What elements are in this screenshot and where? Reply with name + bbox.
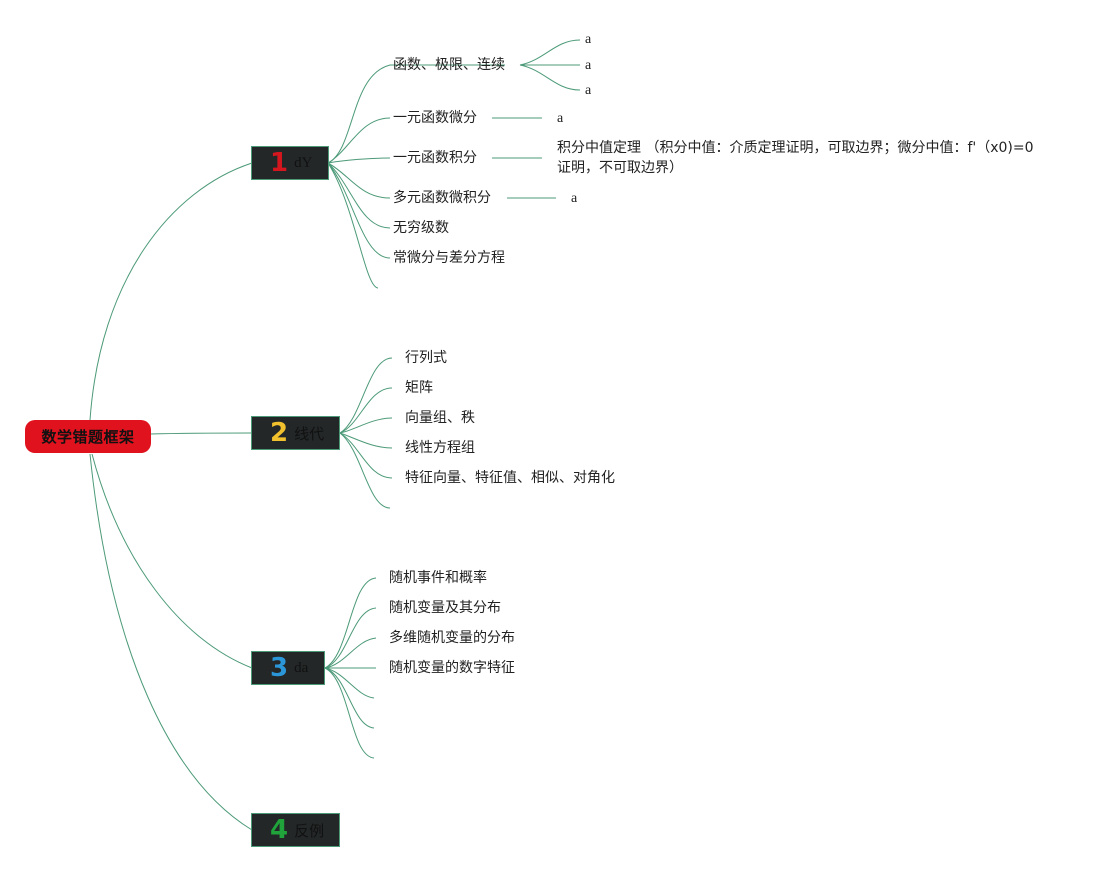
branch-label-3: da (294, 659, 309, 676)
topic-eigen-diagonalization[interactable]: 特征向量、特征值、相似、对角化 (405, 470, 615, 486)
link-b2-item3 (339, 417, 393, 434)
root-node[interactable]: 数学错题框架 (25, 420, 151, 453)
leaf-multivariable[interactable]: a (571, 191, 578, 206)
link-b3-empty1 (324, 667, 375, 699)
branch-number-3: 3 (270, 653, 289, 683)
branch-number-1: 1 (270, 148, 289, 178)
link-root-b3 (91, 453, 253, 669)
topic-multivariate-distribution[interactable]: 多维随机变量的分布 (389, 630, 515, 646)
leaf-functions-2[interactable]: a (585, 58, 592, 73)
leaf-functions-1[interactable]: a (585, 32, 592, 47)
topic-single-var-integral[interactable]: 一元函数积分 (393, 150, 477, 166)
link-b3-item1 (324, 577, 377, 669)
link-b3-item3 (324, 637, 377, 669)
link-b1-empty (327, 162, 379, 289)
link-b1-item5 (327, 162, 391, 229)
link-b2-item4 (339, 432, 393, 449)
branch-node-1[interactable]: 1 dY (251, 146, 329, 180)
topic-random-events[interactable]: 随机事件和概率 (389, 570, 487, 586)
link-b3-item2 (324, 607, 377, 669)
topic-linear-systems[interactable]: 线性方程组 (405, 440, 475, 456)
link-b1-item1 (327, 64, 505, 164)
topic-matrix[interactable]: 矩阵 (405, 380, 433, 396)
topic-vectors-rank[interactable]: 向量组、秩 (405, 410, 475, 426)
link-b3-empty2 (324, 667, 375, 729)
branch-number-4: 4 (270, 815, 289, 845)
topic-ode-difference-eq[interactable]: 常微分与差分方程 (393, 250, 505, 266)
link-b1-item2 (327, 117, 391, 164)
link-b2-item1 (339, 357, 393, 434)
topic-infinite-series[interactable]: 无穷级数 (393, 220, 449, 236)
link-root-b1 (89, 162, 253, 421)
topic-determinant[interactable]: 行列式 (405, 350, 447, 366)
branch-node-2[interactable]: 2 线代 (251, 416, 340, 450)
topic-functions-limits[interactable]: 函数、极限、连续 (393, 57, 505, 73)
leaf-functions-3[interactable]: a (585, 83, 592, 98)
link-fn-leaf1 (519, 39, 581, 66)
branch-node-4[interactable]: 4 反例 (251, 813, 340, 847)
link-b2-item2 (339, 387, 393, 434)
link-b1-item3 (327, 157, 391, 164)
branch-label-4: 反例 (294, 821, 325, 840)
branch-label-2: 线代 (294, 424, 325, 443)
topic-single-var-differential[interactable]: 一元函数微分 (393, 110, 477, 126)
leaf-differential[interactable]: a (557, 111, 564, 126)
leaf-integral-mean-value-note[interactable]: 积分中值定理 （积分中值：介质定理证明，可取边界；微分中值：f'（x0)=0证明… (557, 140, 1034, 176)
branch-node-3[interactable]: 3 da (251, 651, 325, 685)
branch-label-1: dY (294, 154, 313, 171)
link-b2-item5 (339, 432, 393, 479)
link-fn-leaf3 (519, 64, 581, 91)
link-b1-item4 (327, 162, 391, 199)
topic-numeric-characteristics[interactable]: 随机变量的数字特征 (389, 660, 515, 676)
link-b1-item6 (327, 162, 391, 259)
link-b3-empty3 (324, 667, 375, 759)
link-root-b2 (149, 432, 253, 435)
root-label: 数学错题框架 (41, 428, 135, 446)
topic-random-variables[interactable]: 随机变量及其分布 (389, 600, 501, 616)
branch-number-2: 2 (270, 418, 289, 448)
link-b2-empty (339, 432, 391, 509)
link-root-b4 (89, 453, 253, 831)
topic-multivariable-calculus[interactable]: 多元函数微积分 (393, 190, 491, 206)
